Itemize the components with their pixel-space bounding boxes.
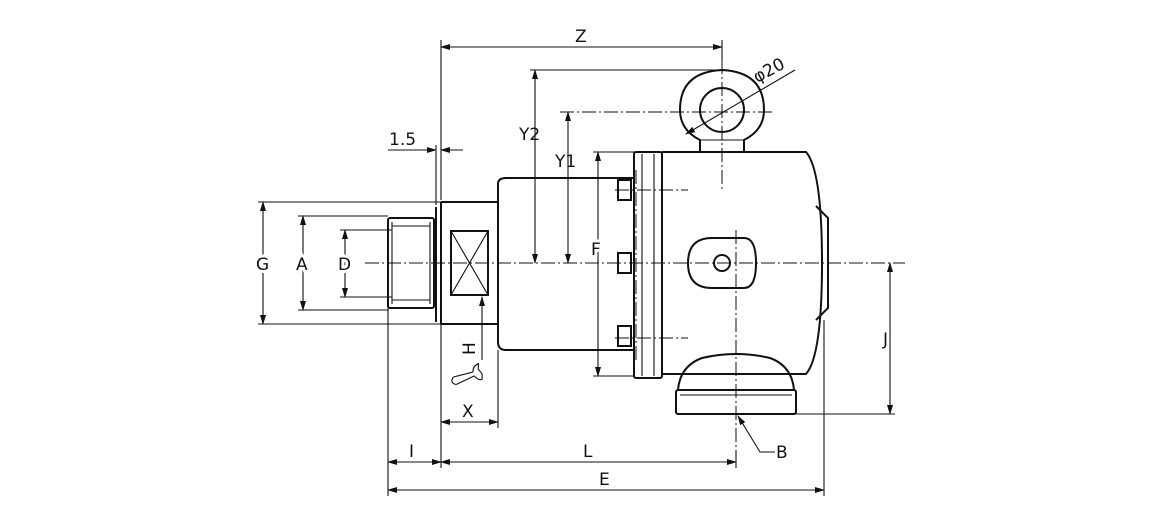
label-l: L [583,442,593,462]
label-a: A [296,255,308,275]
label-e: E [599,470,610,490]
label-i: I [409,442,414,462]
dim-z [440,40,723,200]
label-g: G [256,255,269,275]
dim-j [796,262,895,415]
dim-x [440,324,499,428]
dim-a [298,215,388,311]
dim-l [440,450,737,468]
dim-g [258,201,441,325]
leader-b [737,415,775,453]
main-body [497,151,829,415]
dim-phi20 [685,69,796,135]
dim-d [340,229,392,298]
dim-1-5 [388,145,463,205]
label-f: F [591,240,601,260]
dim-y2 [530,69,722,264]
threaded-connector [387,207,437,322]
wrench-flat-section [440,201,498,325]
label-1-5: 1.5 [389,130,416,150]
label-y2: Y2 [518,125,540,145]
label-h: H [460,342,480,355]
label-z: Z [575,27,587,47]
dim-f [593,151,634,377]
label-x: X [462,402,474,422]
label-y1: Y1 [554,152,576,172]
dim-i [387,308,442,496]
label-b: B [776,443,788,463]
label-d: D [338,255,351,275]
wrench-icon [451,362,483,386]
label-j: J [882,330,888,350]
dim-e [387,320,825,496]
label-phi20: φ20 [750,54,788,87]
